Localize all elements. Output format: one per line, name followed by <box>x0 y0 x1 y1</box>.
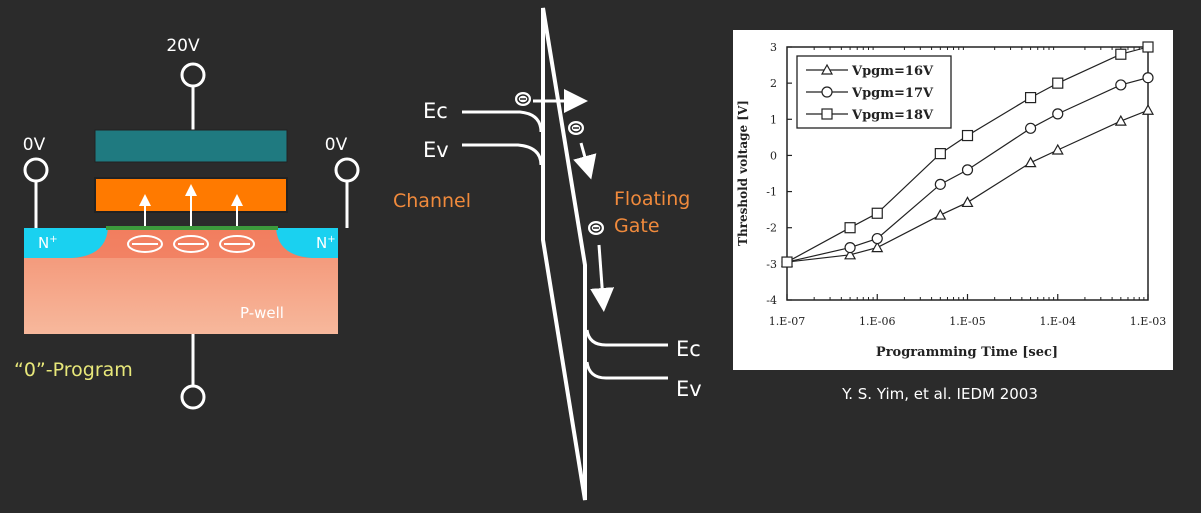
data-point-circle <box>1024 122 1037 134</box>
source-voltage-label: 0V <box>23 135 46 155</box>
band-electron-1 <box>515 92 531 106</box>
chart-legend: Vpgm=16V Vpgm=17V Vpgm=18V <box>796 55 952 129</box>
legend-marker-triangle <box>820 63 834 75</box>
gate-terminal <box>180 62 206 88</box>
y-tick-label: 3 <box>770 41 777 54</box>
legend-marker-circle <box>821 86 833 98</box>
data-point-circle <box>844 241 856 254</box>
data-point-triangle <box>844 248 857 260</box>
device-cross-section: 20V N+ N+ P-well 0V 0V <box>14 36 360 410</box>
source-terminal <box>23 157 49 183</box>
x-tick-label: 1.E-06 <box>859 315 895 328</box>
data-point-circle <box>934 178 946 190</box>
data-point-circle <box>1115 79 1127 91</box>
data-point-triangle <box>1141 104 1155 115</box>
data-point-square <box>844 222 856 234</box>
series-square <box>781 41 1154 268</box>
band-electron-2 <box>568 121 584 135</box>
data-point-square <box>961 129 974 142</box>
legend-items: Vpgm=16V Vpgm=17V Vpgm=18V <box>806 63 934 123</box>
oxide-barrier <box>541 7 587 501</box>
legend-label: Vpgm=16V <box>851 64 934 79</box>
program-mode-label: “0”-Program <box>14 359 133 381</box>
data-point-triangle <box>1114 114 1127 126</box>
y-tick-label: -2 <box>766 222 777 235</box>
gate-voltage-label: 20V <box>166 36 200 56</box>
citation: Y. S. Yim, et al. IEDM 2003 <box>841 385 1038 403</box>
fg-ec-label: Ec <box>676 337 701 361</box>
data-point-circle <box>1142 72 1154 84</box>
data-point-circle <box>871 232 883 245</box>
data-point-triangle <box>934 208 947 220</box>
series-triangle <box>780 104 1155 267</box>
data-point-triangle <box>871 241 884 253</box>
control-gate <box>94 129 288 163</box>
data-point-square <box>871 207 883 219</box>
y-tick-label: 0 <box>770 149 777 162</box>
drain-terminal <box>334 157 360 183</box>
y-axis-ticks: -4 -3 -2 -1 0 1 2 3 <box>766 41 792 307</box>
y-tick-label: 2 <box>770 77 777 90</box>
data-point-circle <box>1052 108 1064 120</box>
x-tick-label: 1.E-04 <box>1040 315 1076 328</box>
drain-label: N+ <box>316 234 336 252</box>
electron-2 <box>173 235 209 253</box>
p-well-label: P-well <box>240 304 284 322</box>
band-electron-3 <box>588 221 604 235</box>
channel-ec-label: Ec <box>423 99 448 123</box>
legend-label: Vpgm=17V <box>851 86 934 101</box>
x-axis-label: Programming Time [sec] <box>876 345 1058 360</box>
data-point-triangle <box>1051 143 1064 155</box>
legend-marker-square <box>821 108 833 120</box>
data-point-square <box>781 256 793 268</box>
electron-1 <box>127 235 163 253</box>
series-circle <box>781 72 1154 268</box>
fg-ev-label: Ev <box>676 377 702 401</box>
y-tick-label: -3 <box>766 258 777 271</box>
source-label: N+ <box>38 234 58 252</box>
data-point-triangle <box>1024 156 1037 168</box>
data-point-square <box>1052 77 1064 89</box>
drain-voltage-label: 0V <box>325 135 348 155</box>
body-terminal <box>180 384 206 410</box>
channel-ev-label: Ev <box>423 138 449 162</box>
floating-gate-label: Floating Gate <box>614 188 696 237</box>
fg-ec-line <box>585 329 668 347</box>
electron-3 <box>219 235 255 253</box>
y-tick-label: -1 <box>766 186 777 199</box>
data-point-square <box>1024 91 1037 104</box>
fg-ev-line <box>585 361 668 380</box>
data-point-square <box>1142 41 1154 53</box>
x-axis-ticks: 1.E-07 1.E-06 1.E-05 1.E-04 1.E-03 <box>769 294 1166 328</box>
fg-drift-arrow-1 <box>573 142 597 180</box>
tunnel-oxide <box>106 226 278 230</box>
x-tick-label: 1.E-03 <box>1130 315 1166 328</box>
x-tick-label: 1.E-05 <box>949 315 985 328</box>
legend-label: Vpgm=18V <box>851 108 934 123</box>
x-minor-ticks <box>813 47 1145 300</box>
data-point-triangle <box>961 196 974 208</box>
y-tick-label: 1 <box>770 113 777 126</box>
channel-ec-line <box>462 110 543 133</box>
data-point-square <box>1115 48 1127 60</box>
data-point-square <box>934 148 946 160</box>
channel-ev-line <box>462 143 543 166</box>
x-tick-label: 1.E-07 <box>769 315 805 328</box>
data-point-circle <box>961 164 974 176</box>
band-diagram: Ec Ev Channel Ec Ev Floating Gate <box>393 7 702 501</box>
source-n-plus <box>24 228 108 258</box>
drain-n-plus <box>276 228 338 258</box>
y-axis-label: Threshold voltage [V] <box>736 100 750 246</box>
channel-label: Channel <box>393 190 471 212</box>
y-tick-label: -4 <box>766 294 777 307</box>
series-layer <box>780 41 1155 268</box>
fg-drift-arrow-2 <box>590 244 615 312</box>
